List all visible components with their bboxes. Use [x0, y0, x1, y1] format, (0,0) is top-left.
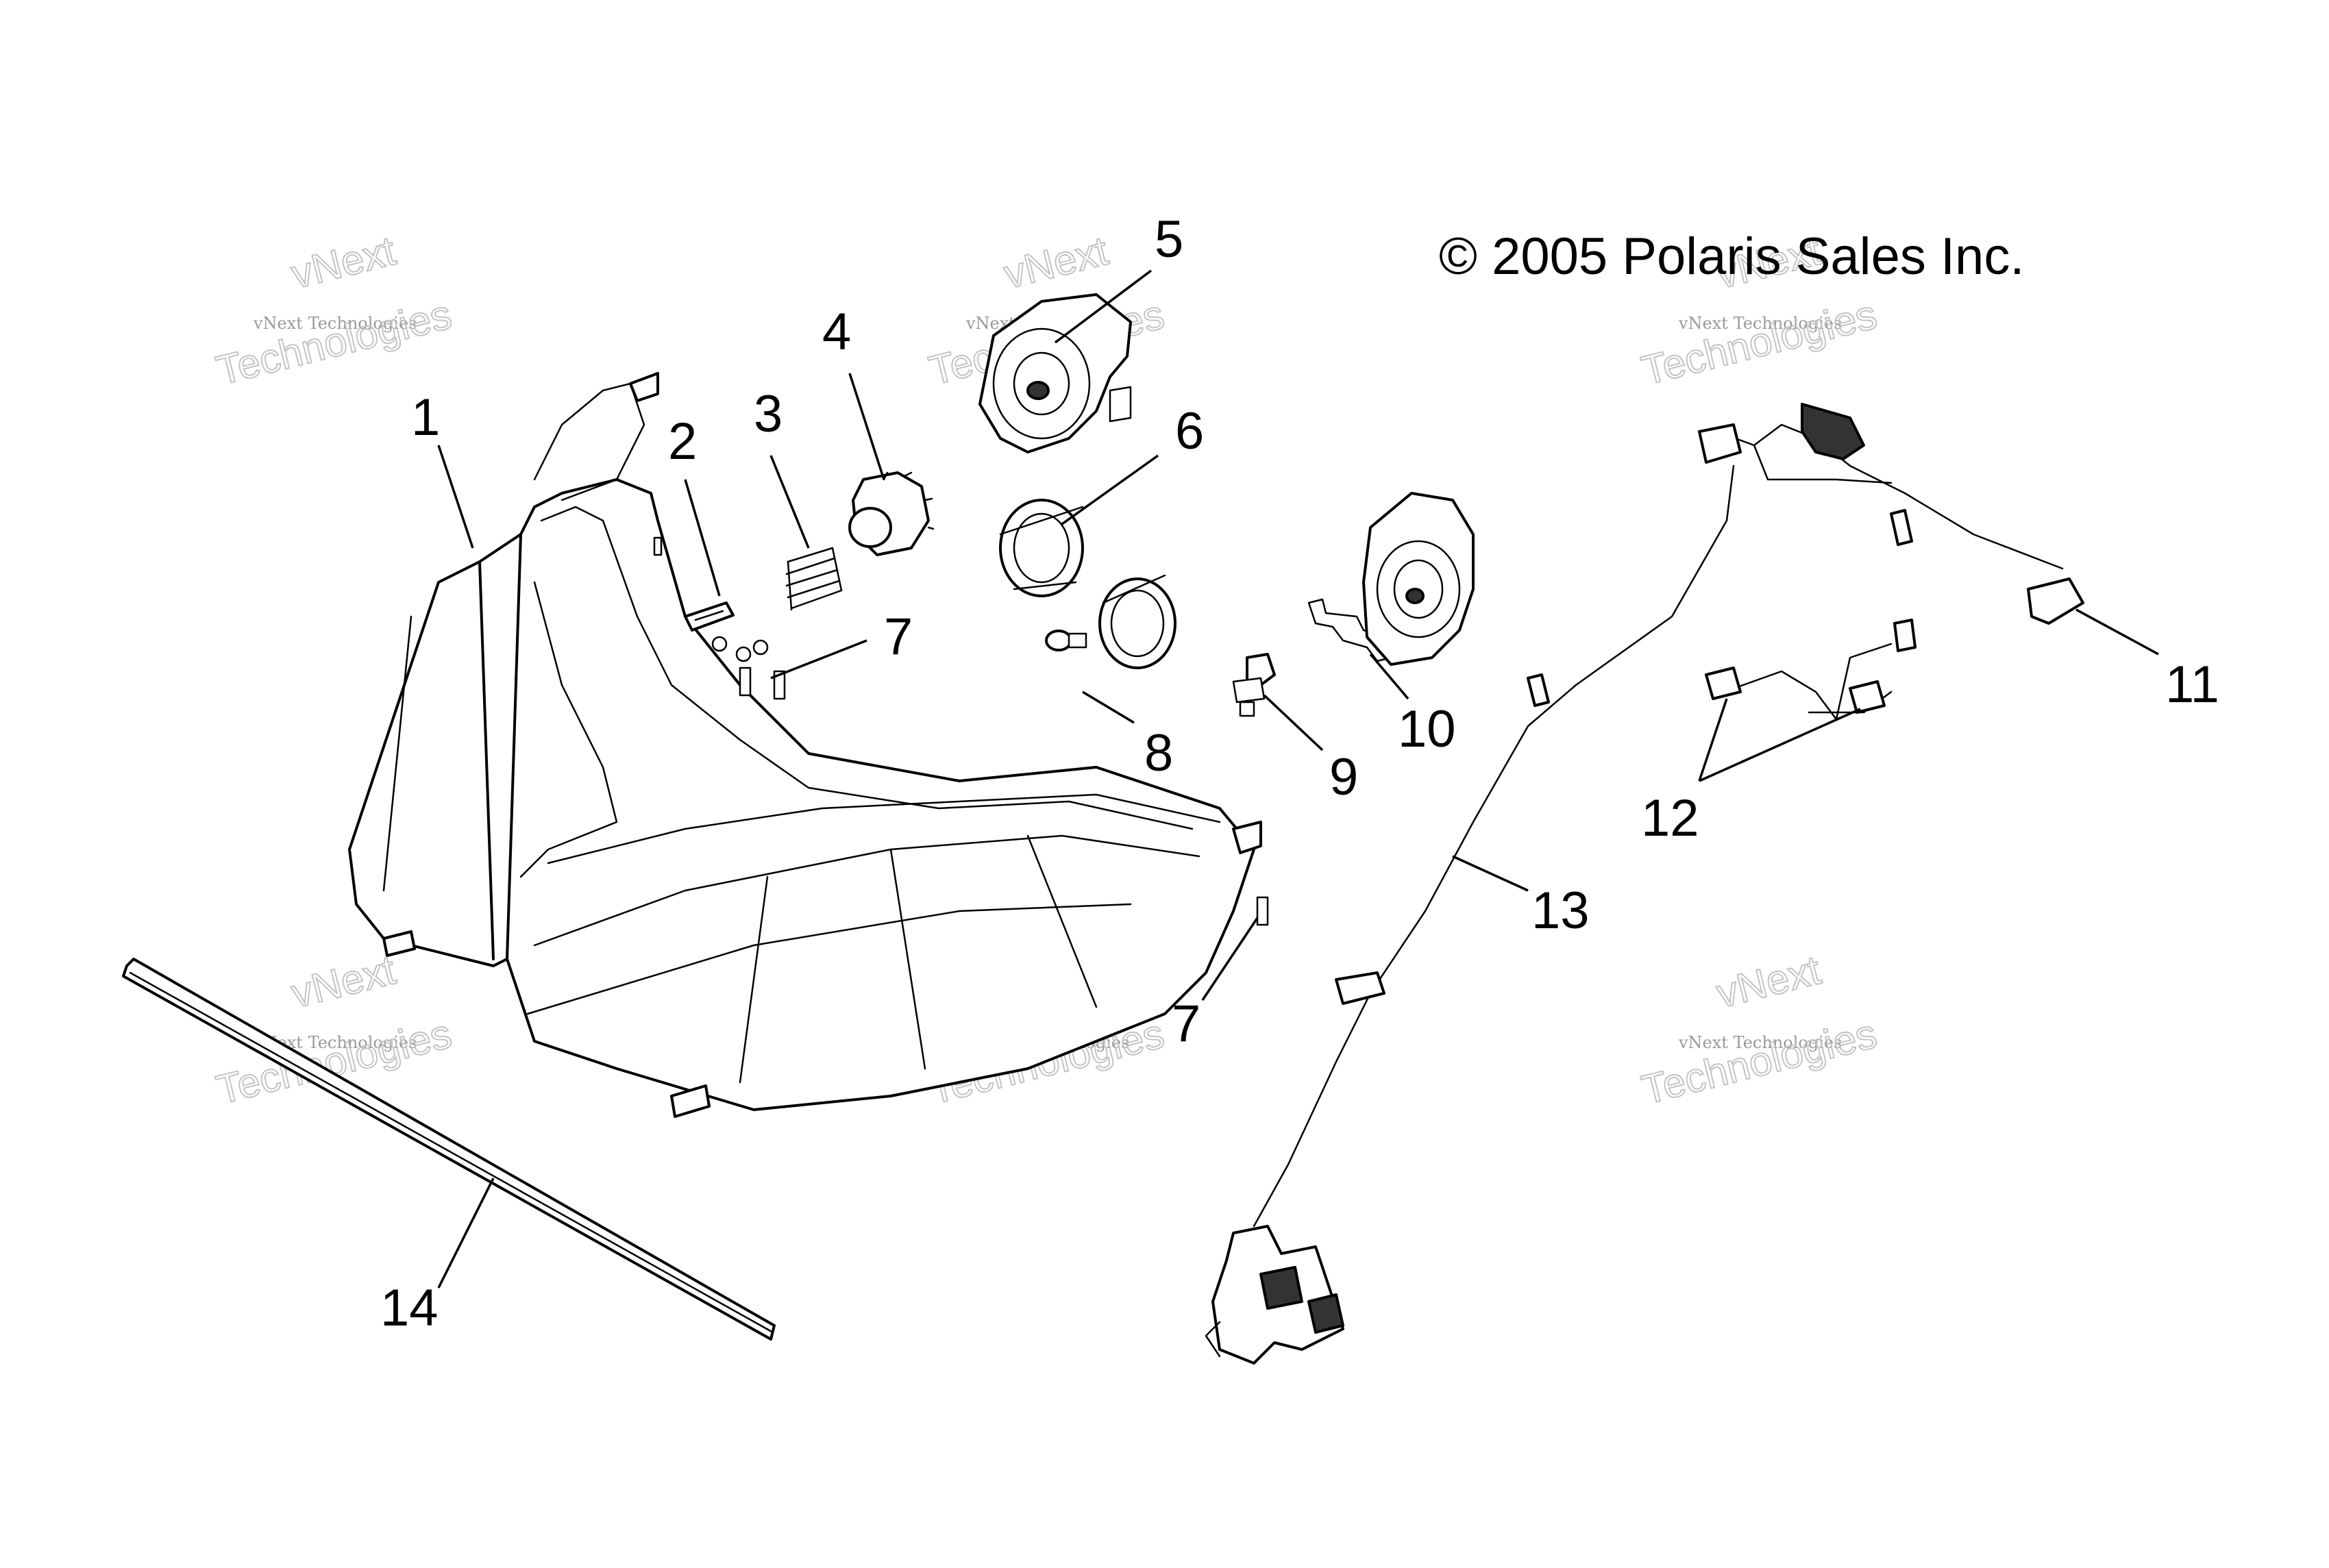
bulb-sockets — [1705, 619, 1917, 721]
leader-2 — [684, 479, 721, 597]
leader-10 — [1369, 653, 1409, 700]
fasteners-upper — [653, 536, 786, 700]
part-label-4: 4 — [822, 303, 851, 361]
watermark-overlay-bottom: Technologies — [1637, 1010, 1881, 1113]
part-label-8: 8 — [1144, 724, 1173, 782]
leader-8 — [1082, 690, 1135, 724]
leader-12a — [1698, 698, 1728, 782]
leader-1 — [437, 445, 474, 549]
leader-3 — [769, 455, 810, 549]
leader-5 — [1054, 269, 1153, 344]
long-harness — [1205, 464, 1735, 1365]
leader-9 — [1263, 694, 1324, 751]
headlight-housing — [348, 372, 1262, 1118]
part-label-11: 11 — [2165, 656, 2219, 714]
small-bulb — [1045, 630, 1087, 651]
part-label-10: 10 — [1398, 700, 1456, 758]
watermark-bottom-right: vNext vNext Technologies Technologies — [1636, 946, 1882, 1114]
clip-part — [684, 601, 735, 632]
leader-13 — [1452, 855, 1529, 892]
watermark-overlay-bottom: Technologies — [1637, 291, 1881, 394]
watermark-overlay-top: vNext — [287, 947, 400, 1017]
spring-part — [785, 547, 843, 611]
part-label-6: 6 — [1175, 402, 1204, 460]
headlight-bulb — [1232, 653, 1276, 717]
watermark-text: vNext Technologies — [1678, 1033, 1842, 1052]
lens-ring-lower — [1098, 574, 1176, 669]
watermark-overlay-top: vNext — [1000, 227, 1113, 297]
watermark-overlay-top: vNext — [1712, 947, 1825, 1017]
part-label-5: 5 — [1155, 210, 1183, 269]
part-label-7-upper: 7 — [884, 608, 913, 666]
leader-4 — [848, 373, 885, 480]
trim-strip — [122, 958, 776, 1341]
part-label-2: 2 — [668, 412, 697, 471]
part-label-1: 1 — [411, 388, 440, 447]
part-label-9: 9 — [1329, 748, 1358, 806]
leader-6 — [1061, 454, 1159, 525]
part-label-12: 12 — [1641, 789, 1699, 847]
watermark-top-left: vNext vNext Technologies Technologies — [211, 227, 456, 395]
part-number-labels: 1 2 3 4 5 6 7 7 8 9 10 11 12 13 14 — [380, 210, 2219, 1337]
leader-7-lower — [1201, 917, 1259, 1001]
leader-7-upper — [770, 639, 867, 680]
watermark-overlay-bottom: Technologies — [212, 291, 456, 394]
part-label-7-lower: 7 — [1172, 995, 1200, 1053]
watermark-text: vNext Technologies — [1678, 314, 1842, 333]
lens-ring-upper — [999, 499, 1084, 597]
copyright-text: © 2005 Polaris Sales Inc. — [1439, 227, 2024, 286]
part-label-14: 14 — [380, 1279, 439, 1337]
leader-11 — [2075, 608, 2159, 656]
leader-12b — [1699, 708, 1861, 782]
fastener-lower — [1256, 896, 1269, 926]
part-label-3: 3 — [754, 385, 783, 443]
reflector-upper — [978, 293, 1132, 453]
watermark-text: vNext Technologies — [253, 314, 417, 333]
part-label-13: 13 — [1531, 882, 1590, 940]
adjuster-knob — [848, 471, 935, 556]
leader-14 — [437, 1178, 495, 1289]
watermark-overlay-top: vNext — [287, 227, 400, 297]
reflector-lower — [1362, 492, 1475, 666]
harness-upper — [1698, 403, 2084, 625]
leader-lines — [437, 269, 2159, 1289]
